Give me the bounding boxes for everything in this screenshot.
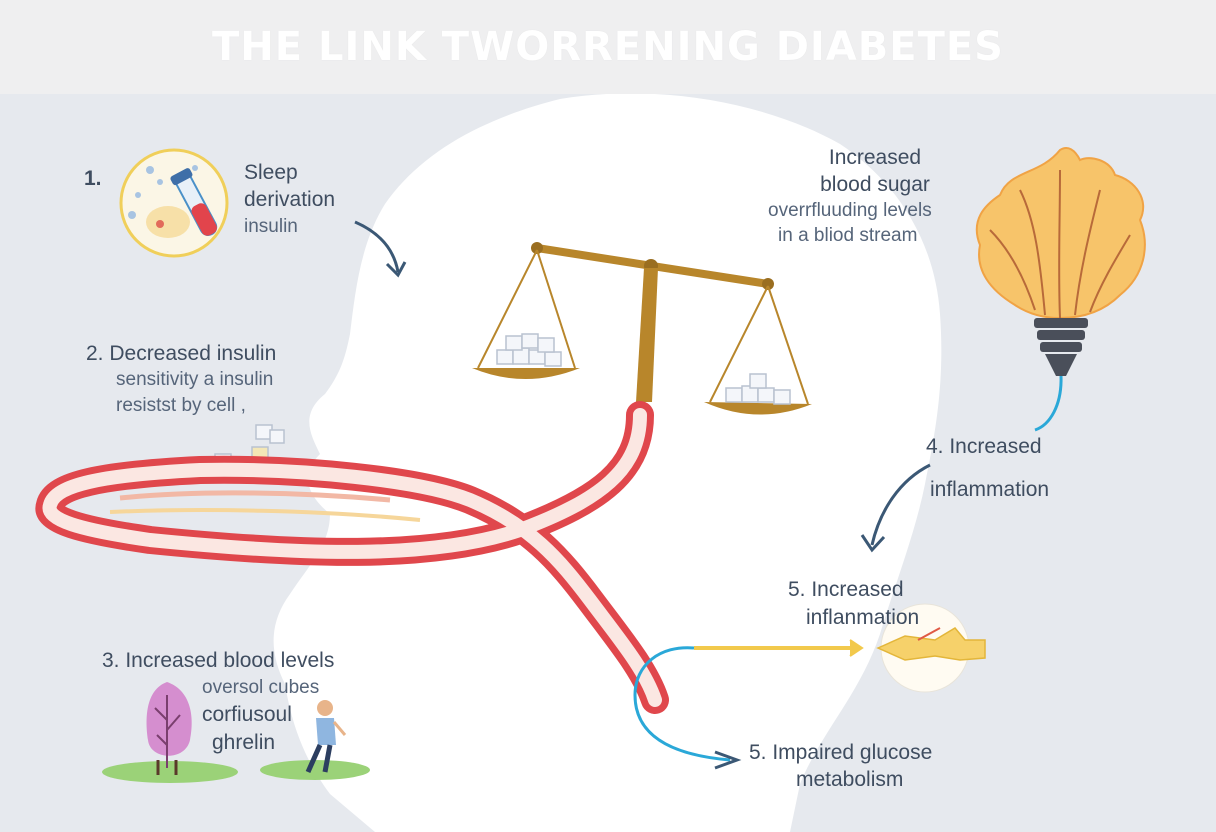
arrow-step4	[870, 463, 931, 546]
blood-sugar-line2: blood sugar	[820, 173, 930, 196]
step2-line3: resistst by cell ,	[116, 395, 246, 416]
step3-line3: corfiusoul	[202, 703, 292, 726]
sugar-cubes-icon	[214, 333, 791, 478]
blood-vessel-icon	[35, 401, 669, 714]
step3-line2: oversol cubes	[202, 677, 320, 698]
inflammation-cell-icon	[876, 603, 986, 693]
page-title: THE LINK TWORRENING DIABETES	[212, 24, 1004, 70]
blood-sugar-line3: overrfluuding levels	[768, 200, 932, 221]
blood-sugar-line4: in a bliod stream	[778, 225, 918, 246]
step5a-line1: 5. Increased	[788, 578, 904, 601]
step1-line2: derivation	[244, 188, 336, 211]
sleep-cell-icon	[119, 148, 229, 258]
step3-line1: 3. Increased blood levels	[102, 649, 335, 672]
step1-line1: Sleep	[244, 161, 298, 184]
step5b-line2: metabolism	[796, 768, 904, 791]
step4-line2: inflammation	[930, 478, 1050, 501]
balance-scale-icon	[472, 242, 812, 415]
step1-number: 1.	[84, 167, 102, 190]
blood-sugar-line1: Increased	[828, 146, 922, 169]
step1-line3: insulin	[244, 216, 298, 237]
flame-bulb-icon	[975, 147, 1146, 376]
step2-line1: 2. Decreased insulin	[86, 342, 277, 365]
header-bar: THE LINK TWORRENING DIABETES	[0, 0, 1216, 94]
step5b-line1: 5. Impaired glucose	[749, 741, 933, 764]
step4-line1: 4. Increased	[926, 435, 1042, 458]
arrow-step1	[354, 220, 400, 273]
test-tube-icon	[170, 168, 218, 236]
cyan-connector-top	[1034, 375, 1063, 432]
step3-line4: ghrelin	[212, 731, 276, 754]
step2-line2: sensitivity a insulin	[116, 369, 274, 390]
tree-icon	[102, 682, 238, 783]
walking-person-icon	[260, 700, 370, 780]
step5a-line2: inflanmation	[806, 606, 920, 629]
cyan-connector-bottom	[633, 646, 731, 762]
